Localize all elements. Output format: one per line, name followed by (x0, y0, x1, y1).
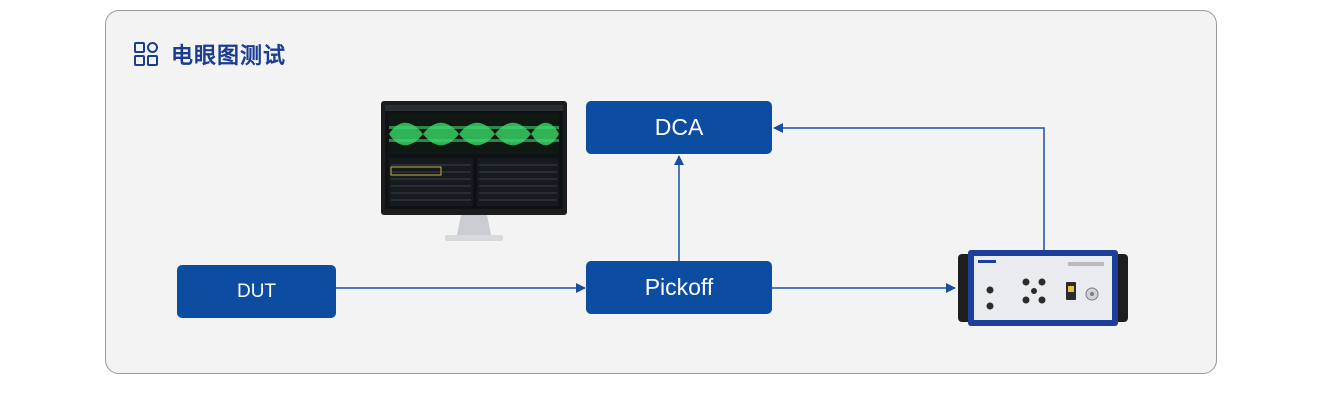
grid-apps-icon (134, 42, 158, 66)
dut-node: DUT (177, 265, 336, 318)
dca-label: DCA (654, 114, 704, 140)
instrument-image (958, 250, 1128, 326)
diagram-title: 电眼图测试 (171, 44, 287, 69)
dut-label: DUT (236, 280, 277, 302)
dca-node: DCA (586, 101, 772, 154)
monitor-image (381, 101, 567, 241)
diagram-header: 电眼图测试 (133, 38, 286, 70)
pickoff-node: Pickoff (586, 261, 772, 314)
edge-instrument-to-dca (773, 123, 1045, 250)
pickoff-label: Pickoff (644, 274, 714, 300)
